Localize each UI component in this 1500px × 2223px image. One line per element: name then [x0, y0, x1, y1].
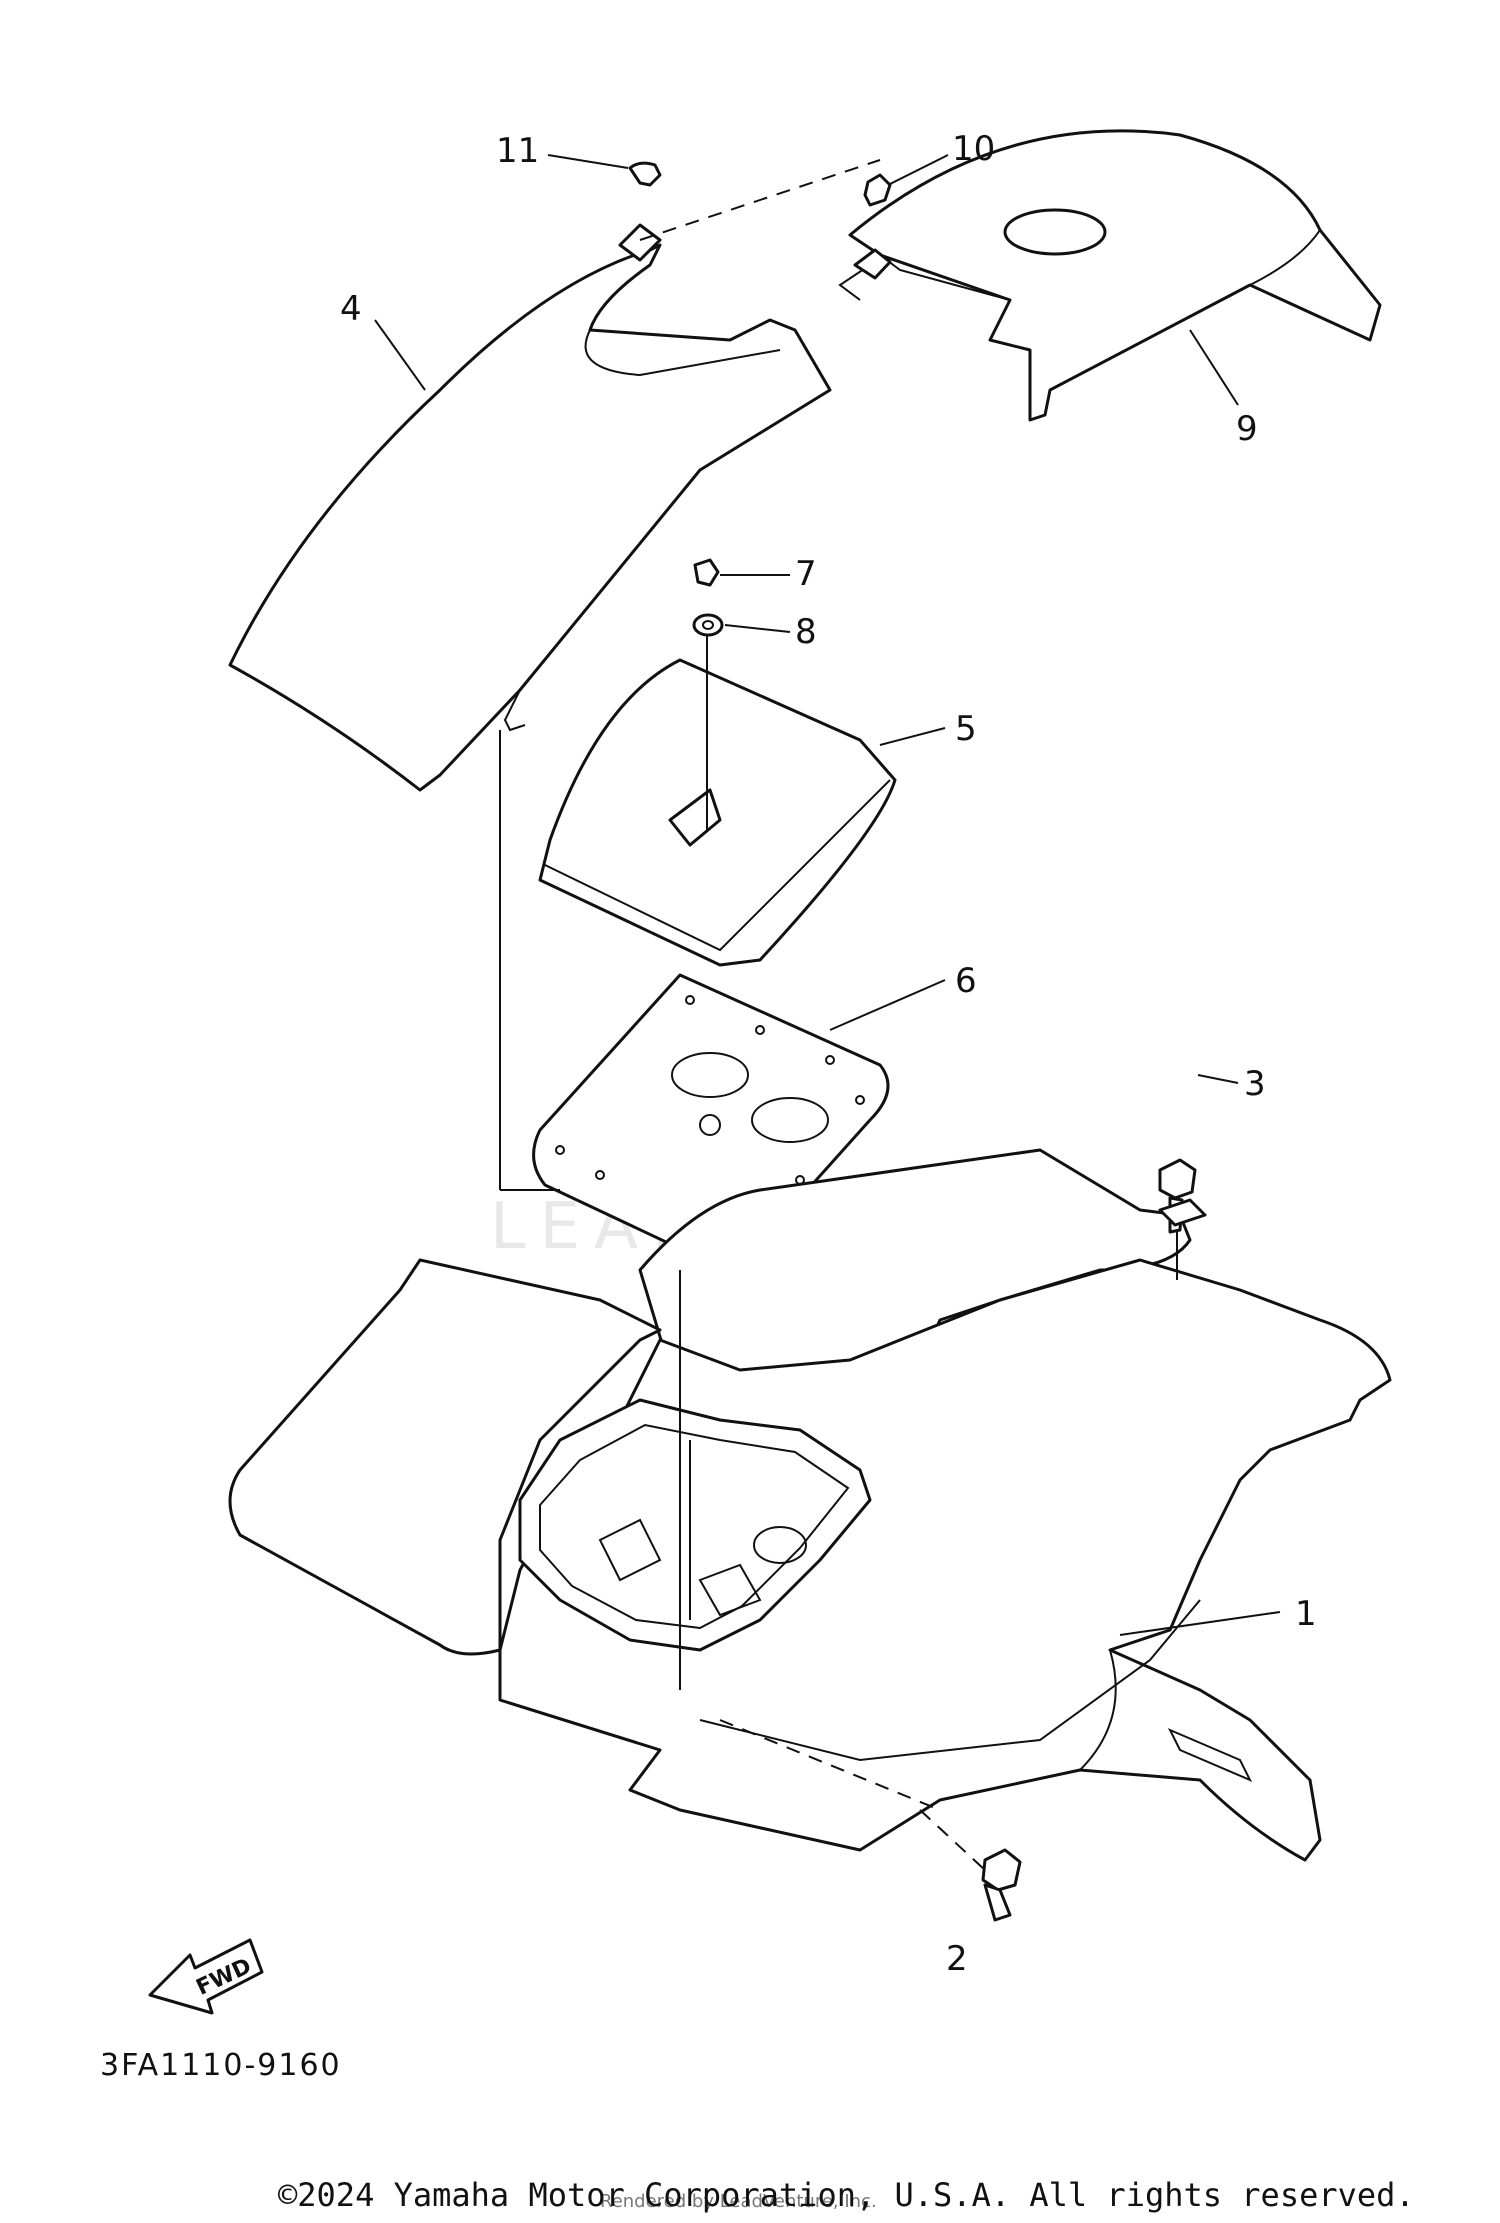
callout-11: 11: [496, 131, 539, 171]
part-11-bolt: [618, 161, 662, 262]
callout-labels: 1 2 3 4 5 6 7 8 9 10 11: [340, 129, 1317, 1979]
callout-9: 9: [1236, 409, 1258, 449]
part-7-screw: [693, 558, 720, 587]
callout-2: 2: [946, 1939, 968, 1979]
part-1-rear-fender: [228, 1148, 1392, 1862]
leader-lines: [374, 154, 1281, 1636]
fwd-arrow-icon: FWD: [148, 1938, 264, 2015]
callout-8: 8: [795, 612, 817, 652]
assembly-guide-lines: [499, 159, 1178, 1871]
part-9-rear-cover: [838, 129, 1382, 422]
part-2-bolt: [981, 1848, 1022, 1922]
part-10-bolt: [853, 173, 892, 280]
callout-6: 6: [955, 961, 977, 1001]
part-8-washer: [692, 613, 724, 637]
part-5-cover: [538, 658, 897, 967]
callout-10: 10: [952, 129, 995, 169]
callout-5: 5: [955, 709, 977, 749]
callout-3: 3: [1244, 1064, 1266, 1104]
callout-4: 4: [340, 289, 362, 329]
part-3-bolt: [1158, 1158, 1207, 1234]
rendered-by-text: Rendered by LeadVenture, Inc.: [600, 2191, 877, 2212]
copyright-text: ©2024 Yamaha Motor Corporation, U.S.A. A…: [278, 2176, 1415, 2214]
callout-1: 1: [1295, 1594, 1317, 1634]
diagram-code: 3FA1110-9160: [100, 2048, 342, 2083]
callout-7: 7: [795, 554, 817, 594]
